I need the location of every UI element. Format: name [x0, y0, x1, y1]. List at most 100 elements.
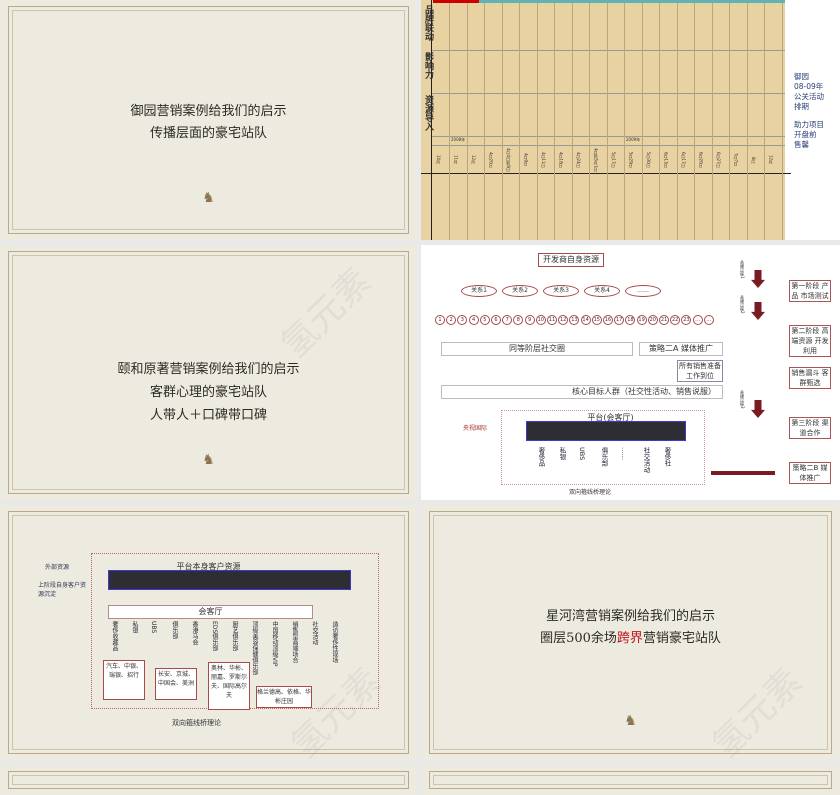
date-cell: 4月4日到9日: [506, 148, 511, 172]
slide-thumbnail-1[interactable]: 御园营销案例给我们的启示 传播层面的豪宅站队 ♞: [0, 0, 417, 240]
date-cell: 4月18日: [558, 152, 564, 168]
down-arrow-icon: [751, 400, 765, 418]
row-label: 品牌联动: [423, 5, 433, 41]
lounge-item: 私银: [131, 621, 138, 633]
slide-title-line: 传播层面的豪宅站队: [149, 126, 267, 141]
date-cell: 7月7日: [733, 153, 739, 167]
column-divider: [694, 3, 695, 240]
lounge-item: 俱乐部: [171, 621, 178, 639]
slide-title-line: 圈层500余场跨界营销豪宅站队: [540, 631, 721, 646]
date-cell: 4月9日: [523, 153, 529, 167]
contact-node: 10: [535, 315, 546, 325]
stage-box: 第一阶段 产品 市场测试: [789, 280, 831, 302]
date-cell: 4月20日: [488, 152, 494, 168]
column-divider: [554, 3, 555, 240]
contact-node: 1: [435, 315, 445, 325]
column-divider: [624, 3, 625, 240]
slide-title-line: 颐和原著营销案例给我们的启示: [117, 362, 300, 377]
slide-thumbnail-8[interactable]: [421, 765, 840, 795]
column-divider: [484, 3, 485, 240]
date-cell: 6月20日: [698, 152, 704, 168]
lounge-item: 奢侈收藏品: [111, 621, 118, 651]
stage-customers-label: 上阶段自身客户资源沉淀: [38, 582, 87, 598]
platform-bar: [108, 570, 351, 590]
platform-item: ……: [620, 447, 628, 460]
date-cell: 10月: [436, 155, 441, 165]
sub-box: 汽车、中银、瑞银、招行: [103, 660, 145, 700]
diagram-caption: 双向箍线桥理论: [569, 489, 612, 496]
date-cell: 6月17日: [681, 152, 686, 168]
stage-box: 第二阶段 高端资源 开发利用: [789, 325, 831, 357]
column-divider: [659, 3, 660, 240]
year-label: 2008年: [451, 137, 466, 142]
slide-frame: [8, 6, 409, 234]
peer-circle-box: 同等阶层社交圈: [441, 342, 633, 356]
relation-ellipse: 关系3: [543, 285, 579, 297]
column-divider: [676, 3, 678, 240]
platform-item: UBS: [578, 447, 586, 461]
column-divider: [746, 3, 748, 240]
column-divider: [589, 3, 590, 240]
contact-node: 9: [524, 315, 535, 325]
lounge-item: EDS俱乐部: [211, 621, 218, 652]
platform-item: 社交活动: [642, 447, 650, 473]
slide-thumbnail-6[interactable]: 星河湾营销案例给我们的启示 圈层500余场跨界营销豪宅站队 ♞ 氢元素: [421, 505, 840, 760]
strategy-2a-box: 策略二A 媒体推广: [639, 342, 723, 356]
lounge-item: 厨艺俱乐部: [231, 621, 238, 651]
relation-ellipse: ……: [625, 285, 661, 297]
contact-node: 19: [636, 315, 647, 325]
slide-title-line: 御园营销案例给我们的启示: [130, 104, 287, 119]
slide-frame: [429, 511, 832, 754]
contact-node: 2: [446, 315, 457, 325]
platform-item: 奢侈社: [663, 447, 671, 467]
column-divider: [536, 3, 538, 240]
down-arrow-icon: [751, 270, 765, 288]
date-cell: 4月24日: [576, 152, 581, 168]
horse-logo-icon: ♞: [202, 190, 215, 206]
column-divider: [764, 3, 765, 240]
contact-node: 17: [614, 315, 625, 325]
column-divider: [519, 3, 520, 240]
lounge-item: 造访奢侈性现场: [331, 621, 338, 663]
lounge-item: 社交活动: [311, 621, 318, 645]
down-arrow-icon: [751, 302, 765, 320]
contact-node: 11: [547, 315, 557, 325]
platform-item: 私银: [558, 447, 566, 460]
contact-node: 22: [670, 315, 681, 325]
column-divider: [466, 3, 468, 240]
relation-ellipse: 关系1: [461, 285, 497, 297]
key-pass-label: 关键过程2: [740, 295, 745, 314]
core-target-box: 核心目标人群（社交性活动、销售说服）: [441, 385, 723, 399]
sales-ready-box: 所有销售准备工作到位: [677, 360, 723, 382]
date-cell: 4月11日: [541, 152, 546, 168]
sub-box: 奥林、华彬、丽嘉、罗斯尔夫、国际高尔夫: [208, 662, 250, 710]
platform-bar: [526, 421, 686, 441]
date-cell: 6月13日: [663, 152, 669, 168]
row-label: 影响力: [423, 52, 433, 79]
row-label: 资源导入: [423, 95, 433, 131]
slide-thumbnail-3[interactable]: 颐和原著营销案例给我们的启示 客群心理的豪宅站队 人带人＋口碑带口碑 ♞ 氢元素: [0, 245, 417, 500]
date-cell: 5月17日: [611, 152, 616, 168]
key-pass-label: 关键过程3: [740, 390, 745, 409]
contact-node: 23: [681, 315, 692, 325]
stage-box: 销售漏斗 客群甄选: [789, 367, 831, 389]
stage-box: 策略二B 媒体推广: [789, 462, 831, 484]
contact-node: 21: [659, 315, 669, 325]
contact-node: 15: [591, 315, 602, 325]
column-divider: [449, 3, 450, 240]
year-label: 2009年: [626, 137, 641, 142]
lounge-item: 顶级美容保健俱乐部: [251, 621, 258, 675]
date-cell: 6月27日: [716, 152, 721, 168]
slide-thumbnail-7[interactable]: [0, 765, 417, 795]
platform-item: 俱乐部: [600, 447, 608, 467]
column-divider: [501, 3, 503, 240]
lounge-item: UBS: [150, 621, 157, 634]
date-cell: 5月30日: [646, 152, 651, 168]
contact-node: 14: [580, 315, 591, 325]
contact-node: 3: [457, 315, 468, 325]
